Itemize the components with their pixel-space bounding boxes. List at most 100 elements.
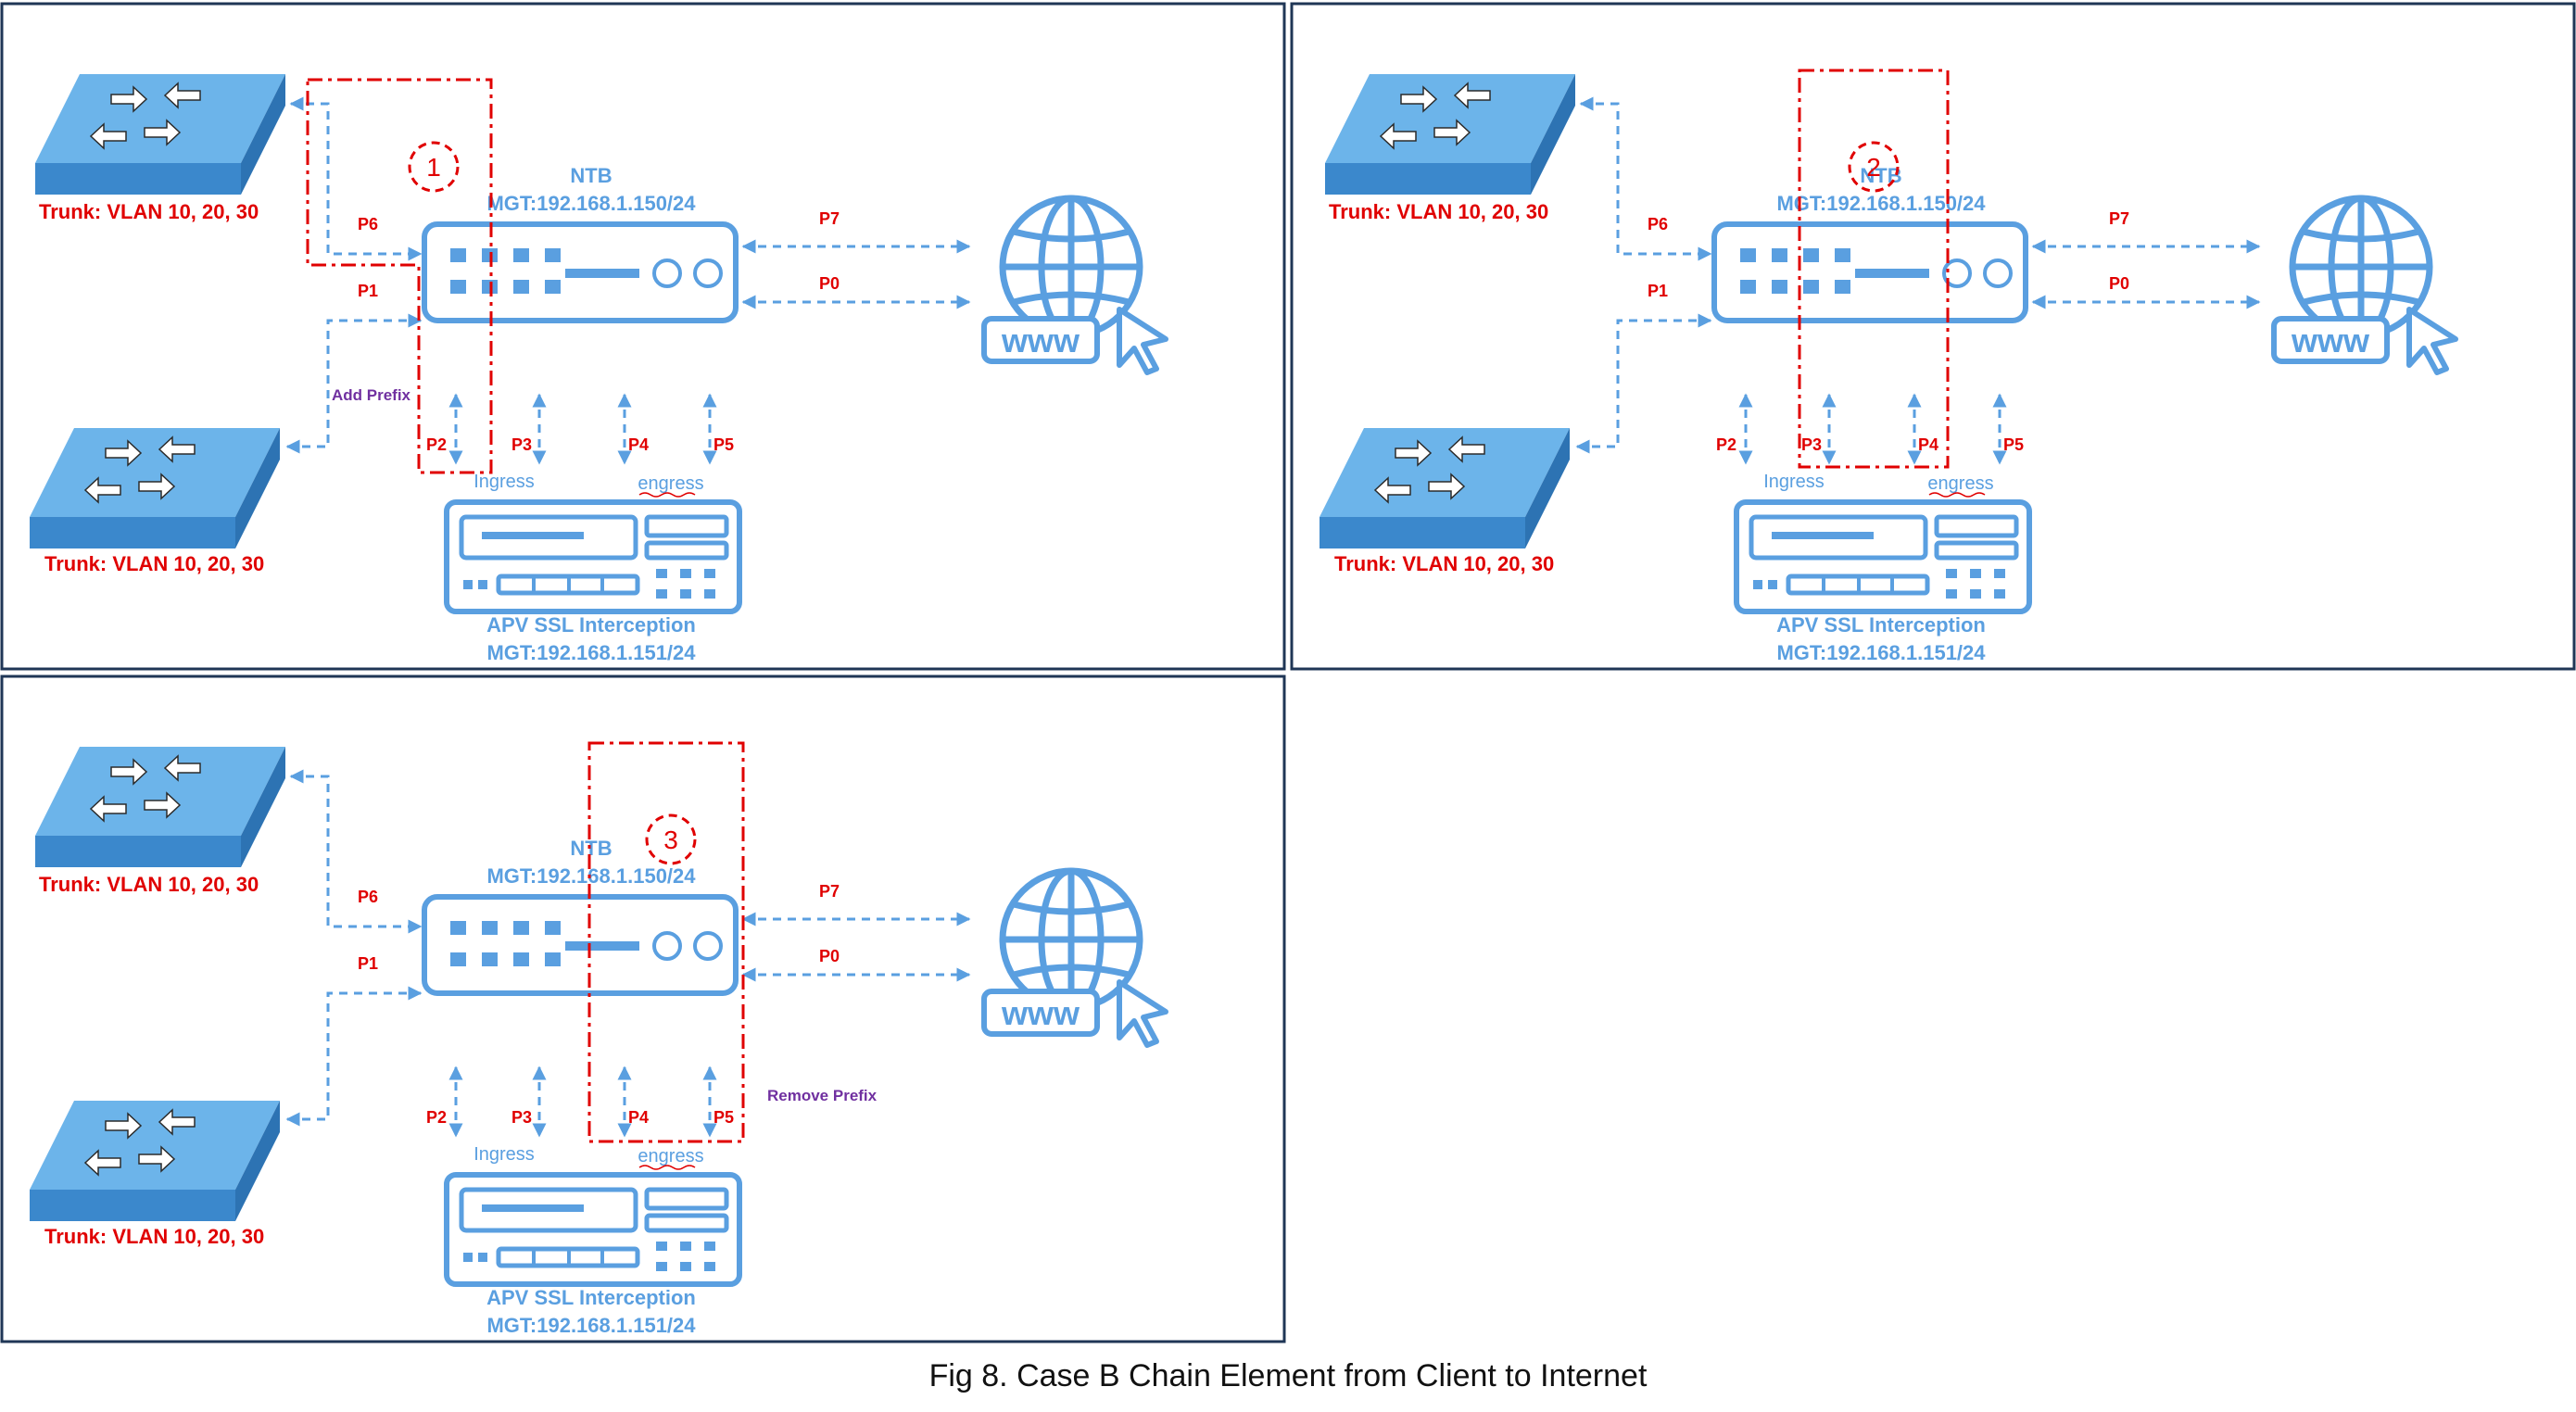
www-text: www <box>2291 321 2370 359</box>
apv-led <box>704 569 715 578</box>
apv-led <box>1970 589 1981 599</box>
link-p1 <box>285 986 423 1127</box>
globe-latitude <box>1013 901 1130 915</box>
ntb-title: NTB <box>570 837 612 860</box>
port-label-p3: P3 <box>511 435 532 454</box>
link-p6 <box>1579 96 1712 261</box>
ntb-port-led <box>545 280 561 294</box>
switch-bottom-icon <box>30 428 280 548</box>
link-p1 <box>1575 313 1712 454</box>
panel-step-1: Trunk: VLAN 10, 20, 30 Trunk: VLAN 10, 20… <box>0 2 1286 671</box>
ingress-label: Ingress <box>1763 472 1825 492</box>
apv-led <box>704 589 715 599</box>
apv-led <box>1768 580 1777 589</box>
ntb-port-led <box>513 921 529 935</box>
apv-appliance-icon <box>444 1172 742 1287</box>
engress-label: engress <box>1927 473 1993 494</box>
switch-bottom-label: Trunk: VLAN 10, 20, 30 <box>44 552 264 575</box>
port-label-p2: P2 <box>426 435 447 454</box>
switch-front-face <box>30 1190 235 1221</box>
port-label-p0: P0 <box>819 274 840 293</box>
ntb-appliance-icon <box>1711 221 2028 323</box>
ntb-mgt-address: MGT:192.168.1.150/24 <box>1776 192 1986 215</box>
globe-latitude <box>1013 228 1130 243</box>
switch-side-face <box>235 1101 280 1221</box>
port-label-p6: P6 <box>358 215 378 233</box>
switch-front-face <box>35 836 241 867</box>
left-arrow-icon <box>1379 122 1417 150</box>
switch-bottom-icon <box>30 1101 280 1221</box>
switch-side-face <box>1525 428 1570 548</box>
right-arrow-icon <box>105 439 143 467</box>
ntb-mgt-address: MGT:192.168.1.150/24 <box>486 864 696 888</box>
apv-led <box>656 1262 667 1271</box>
apv-panel <box>644 1213 729 1233</box>
ntb-port-led <box>482 952 498 966</box>
apv-led <box>1946 569 1957 578</box>
ingress-label: Ingress <box>474 1144 535 1165</box>
switch-top-label: Trunk: VLAN 10, 20, 30 <box>39 200 259 223</box>
globe-latitude <box>2303 291 2419 306</box>
apv-led <box>656 1242 667 1251</box>
left-arrow-icon <box>158 435 196 463</box>
panel-frame <box>1290 2 2576 671</box>
apv-led <box>463 1253 473 1262</box>
port-label-p0: P0 <box>819 947 840 965</box>
left-arrow-icon <box>1373 476 1411 504</box>
apv-led <box>680 1242 691 1251</box>
www-text: www <box>1001 994 1080 1032</box>
ntb-port-led <box>545 921 561 935</box>
switch-side-face <box>1531 74 1575 195</box>
apv-led <box>1994 589 2005 599</box>
ntb-port-led <box>1803 280 1819 294</box>
apv-panel <box>644 514 729 538</box>
spellcheck-underline <box>638 492 696 498</box>
apv-drive-bay <box>459 1187 638 1233</box>
right-arrow-icon <box>138 1145 176 1173</box>
ntb-port-led <box>513 952 529 966</box>
www-text: www <box>1001 321 1080 359</box>
www-badge <box>2271 316 2390 364</box>
apv-panel <box>1934 514 2019 538</box>
step-number: 3 <box>663 826 678 854</box>
apv-led <box>656 569 667 578</box>
apv-panel <box>1934 540 2019 561</box>
right-arrow-icon <box>110 85 148 113</box>
right-arrow-icon <box>1400 85 1438 113</box>
left-arrow-icon <box>163 82 201 109</box>
port-label-p5: P5 <box>713 435 734 454</box>
ntb-slot <box>565 269 639 278</box>
apv-mgt-address: MGT:192.168.1.151/24 <box>486 1314 696 1337</box>
ntb-port-led <box>1740 280 1756 294</box>
switch-front-face <box>1320 517 1525 548</box>
ntb-port-led <box>450 921 466 935</box>
port-label-p1: P1 <box>1648 282 1668 300</box>
step-number-badge <box>1848 141 1900 193</box>
left-arrow-icon <box>83 476 121 504</box>
highlight-region <box>1798 69 1950 469</box>
ntb-port-led <box>482 921 498 935</box>
port-label-p7: P7 <box>819 882 840 901</box>
globe-www-icon: www <box>981 867 1168 1048</box>
apv-drive-bay <box>459 514 638 561</box>
ntb-knob <box>693 931 723 961</box>
switch-side-face <box>241 747 285 867</box>
port-label-p3: P3 <box>511 1108 532 1127</box>
step-number-badge <box>408 141 460 193</box>
ntb-port-led <box>450 952 466 966</box>
port-label-p7: P7 <box>819 209 840 228</box>
apv-appliance-icon <box>444 499 742 614</box>
panel-frame <box>0 2 1286 671</box>
apv-led <box>704 1262 715 1271</box>
port-label-p3: P3 <box>1801 435 1822 454</box>
switch-top-label: Trunk: VLAN 10, 20, 30 <box>1329 200 1548 223</box>
ntb-port-led <box>1835 248 1850 262</box>
ntb-appliance-icon <box>422 894 739 996</box>
port-label-p6: P6 <box>1648 215 1668 233</box>
ntb-knob <box>652 931 682 961</box>
apv-led <box>478 1253 487 1262</box>
ingress-label: Ingress <box>474 472 535 492</box>
ntb-appliance-icon <box>422 221 739 323</box>
